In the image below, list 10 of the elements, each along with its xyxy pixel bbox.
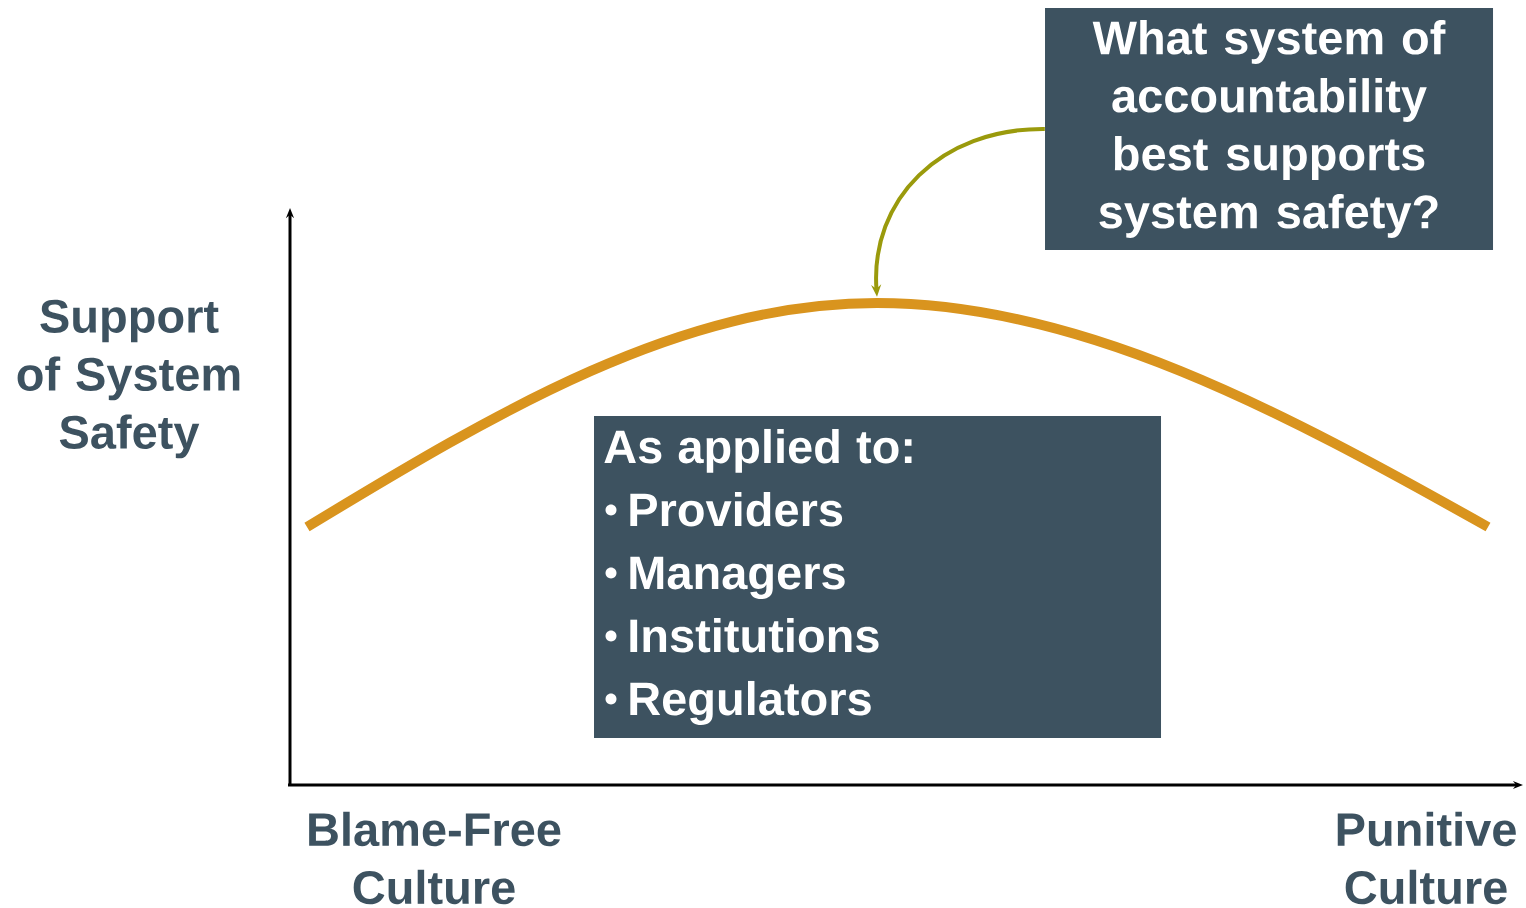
list-item: Institutions	[630, 617, 879, 653]
list-item: Regulators	[630, 680, 871, 725]
list-item: Providers	[630, 491, 843, 527]
curve	[304, 298, 1491, 532]
question-box: What system of accountability best supports system safety?	[1045, 8, 1493, 250]
axis-label: Punitive Culture	[1337, 811, 1516, 905]
list-item: Managers	[630, 556, 845, 599]
axis-label: Blame-Free Culture	[309, 811, 561, 905]
axis-label: Support of System Safety	[17, 299, 240, 459]
heading: As applied to:	[604, 428, 912, 473]
